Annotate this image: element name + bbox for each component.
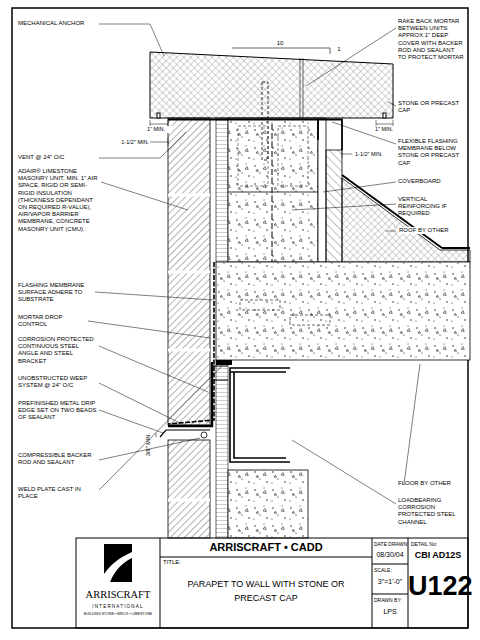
company-heading: ARRISCRAFT • CADD bbox=[160, 541, 372, 554]
title-block-line bbox=[160, 538, 161, 628]
flashing-membrane bbox=[168, 262, 214, 424]
detail-number: CBI AD12S bbox=[408, 550, 468, 561]
callout-text: COMPRESSIBLE BACKER ROD AND SEALANT bbox=[18, 452, 98, 466]
roof-assembly-polygon bbox=[342, 178, 470, 262]
title-block-line bbox=[372, 594, 408, 595]
backer-rod bbox=[201, 432, 207, 438]
field-label: DRAWN BY: bbox=[374, 597, 408, 603]
callout-text: WELD PLATE CAST IN PLACE bbox=[18, 486, 98, 500]
callout-text: FLEXIBLE FLASHING MEMBRANE BELOW STONE O… bbox=[398, 138, 464, 167]
title-block bbox=[76, 538, 468, 628]
cmu-wall-rect bbox=[238, 126, 268, 186]
limestone-veneer-line bbox=[168, 271, 210, 274]
slope-value: 10 bbox=[272, 40, 288, 47]
slope-value: 1 bbox=[334, 46, 344, 53]
roof-assembly-line bbox=[442, 247, 470, 249]
precast-cap-line bbox=[303, 58, 304, 118]
concrete-slab-rect bbox=[290, 315, 330, 325]
callout-text: CORROSION PROTECTED CONTINUOUS STEEL ANG… bbox=[18, 336, 98, 365]
dimension-text: 1" MIN. bbox=[140, 126, 172, 133]
roof-assembly bbox=[342, 175, 470, 262]
drip-edge bbox=[160, 430, 210, 437]
precast-cap bbox=[150, 52, 393, 160]
callout-text: ADAIR® LIMESTONE MASONRY UNIT, MIN. 1" A… bbox=[18, 168, 98, 233]
dimension-text: 1" MIN. bbox=[368, 126, 400, 133]
steel-channel bbox=[230, 368, 290, 462]
field-label: DATE DRAWN: bbox=[374, 541, 408, 547]
detail-code: U122 bbox=[408, 570, 468, 602]
concrete-slab-rect bbox=[240, 300, 280, 310]
cmu-wall-line bbox=[228, 192, 318, 193]
callout-text: MECHANICAL ANCHOR bbox=[18, 20, 98, 27]
title-block-line bbox=[372, 564, 408, 565]
company-logo-rect bbox=[104, 544, 132, 582]
company-logo bbox=[104, 544, 132, 582]
rigid-insulation-rect bbox=[216, 118, 228, 262]
flexible-flashing bbox=[168, 120, 342, 151]
callout-text: FLOOR BY OTHER bbox=[398, 480, 464, 487]
limestone-veneer-line bbox=[168, 499, 210, 502]
field-label: SCALE: bbox=[374, 567, 408, 573]
steel-angle bbox=[168, 362, 212, 426]
coverboard-rect bbox=[318, 118, 326, 262]
title-block-line bbox=[372, 538, 373, 628]
precast-cap-rect bbox=[157, 113, 160, 118]
coverboard-rect bbox=[326, 150, 342, 262]
callout-text: RAKE BACK MORTAR BETWEEN UNITS APPROX.1"… bbox=[398, 18, 464, 61]
limestone-veneer-line bbox=[168, 349, 210, 352]
field-value: 3"=1'-0" bbox=[372, 578, 408, 586]
callout-text: ROOF BY OTHER bbox=[398, 227, 466, 234]
limestone-veneer-rect bbox=[168, 118, 210, 425]
callout-text: VENT @ 24" O/C bbox=[18, 154, 98, 161]
drawing-title: PARAPET TO WALL WITH STONE OR PRECAST CA… bbox=[170, 578, 362, 605]
cmu-wall-rect bbox=[228, 118, 318, 262]
leader-lines bbox=[88, 24, 420, 504]
field-label: TITLE: bbox=[163, 559, 223, 566]
limestone-veneer-rect bbox=[168, 440, 210, 538]
callout-text: UNOBSTRUCTED WEEP SYSTEM @ 24" O/C bbox=[18, 375, 98, 389]
title-block-rect bbox=[76, 538, 468, 628]
cmu-wall-rect bbox=[278, 126, 308, 186]
title-block-line bbox=[160, 557, 372, 558]
weld-plate bbox=[216, 360, 232, 365]
precast-cap-rect bbox=[262, 82, 268, 160]
limestone-veneer bbox=[168, 118, 210, 538]
limestone-veneer-line bbox=[168, 194, 210, 197]
dimension-lines bbox=[150, 120, 393, 437]
rigid-insulation-rect bbox=[216, 360, 228, 538]
concrete-slab-rect bbox=[216, 262, 470, 360]
slope-indicator bbox=[232, 48, 330, 54]
callout-text: FLASHING MEMBRANE SURFACE ADHERE TO SUBS… bbox=[18, 282, 94, 304]
logo-subtitle: INTERNATIONAL bbox=[76, 604, 160, 609]
company-logo-path bbox=[104, 552, 132, 582]
concrete-slab bbox=[216, 262, 470, 360]
precast-cap-line bbox=[300, 58, 301, 118]
callout-text: COVERBOARD bbox=[398, 178, 464, 185]
precast-cap-polygon bbox=[150, 52, 393, 118]
logo-tagline: BUILDING STONE • BRICK • LIMESTONE bbox=[76, 612, 160, 616]
callout-text: STONE OR PRECAST CAP bbox=[398, 100, 464, 114]
field-label: DETAIL No: bbox=[411, 541, 467, 547]
logo-wordmark: ARRISCRAFT bbox=[76, 589, 160, 602]
field-value: LPS bbox=[372, 608, 408, 616]
callout-text: VERTICAL REINFORCING IF REQUIRED bbox=[398, 196, 464, 218]
dimension-text: 1-1/2" MIN. bbox=[112, 139, 150, 146]
callout-text: MORTAR DROP CONTROL bbox=[18, 314, 88, 328]
dimension-text: 1-1/2" MIN. bbox=[354, 151, 394, 158]
callout-text: PREFINISHED METAL DRIP EDGE SET ON TWO B… bbox=[18, 400, 98, 422]
precast-cap-rect bbox=[383, 113, 386, 118]
cmu-wall-below bbox=[228, 470, 308, 538]
field-value: 08/30/04 bbox=[372, 551, 408, 559]
dimension-text: 3/8" MIN. bbox=[146, 433, 152, 456]
callout-text: LOADBEARING CORROSION PROTECTED STEEL CH… bbox=[398, 497, 464, 526]
